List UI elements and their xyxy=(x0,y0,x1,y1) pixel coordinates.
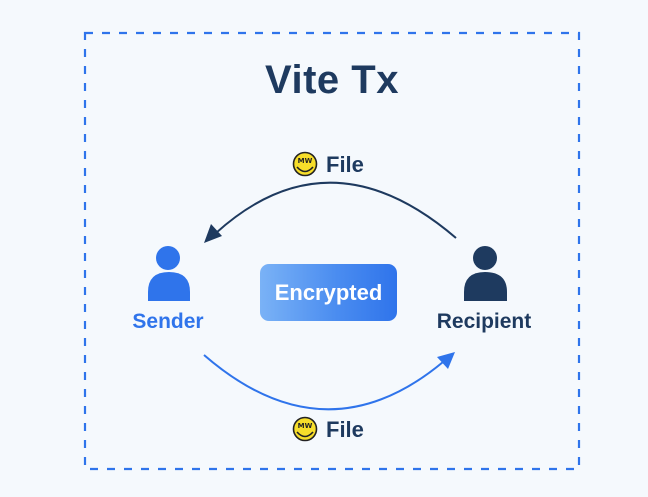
encrypted-badge-label: Encrypted xyxy=(274,279,383,305)
svg-text:MW: MW xyxy=(298,422,313,430)
bottom-flow-arrow xyxy=(203,354,444,411)
sender-label: Sender xyxy=(132,310,204,333)
sender-user-icon xyxy=(148,246,190,301)
bottom-flow-label: File xyxy=(326,417,364,442)
recipient-label: Recipient xyxy=(436,310,532,333)
encrypted-badge: Encrypted xyxy=(260,264,397,321)
top-flow-arrowhead xyxy=(204,224,222,243)
diagram-title: Vite Tx xyxy=(265,58,399,102)
dashed-boundary xyxy=(83,31,581,471)
top-flow-label: File xyxy=(326,152,364,177)
bottom-mw-emoji-icon: MW xyxy=(292,416,318,442)
svg-text:MW: MW xyxy=(298,157,313,165)
top-mw-emoji-icon: MW xyxy=(292,151,318,177)
top-flow-arrow xyxy=(215,181,457,239)
recipient-user-icon xyxy=(464,246,507,301)
bottom-flow-arrowhead xyxy=(437,352,455,369)
